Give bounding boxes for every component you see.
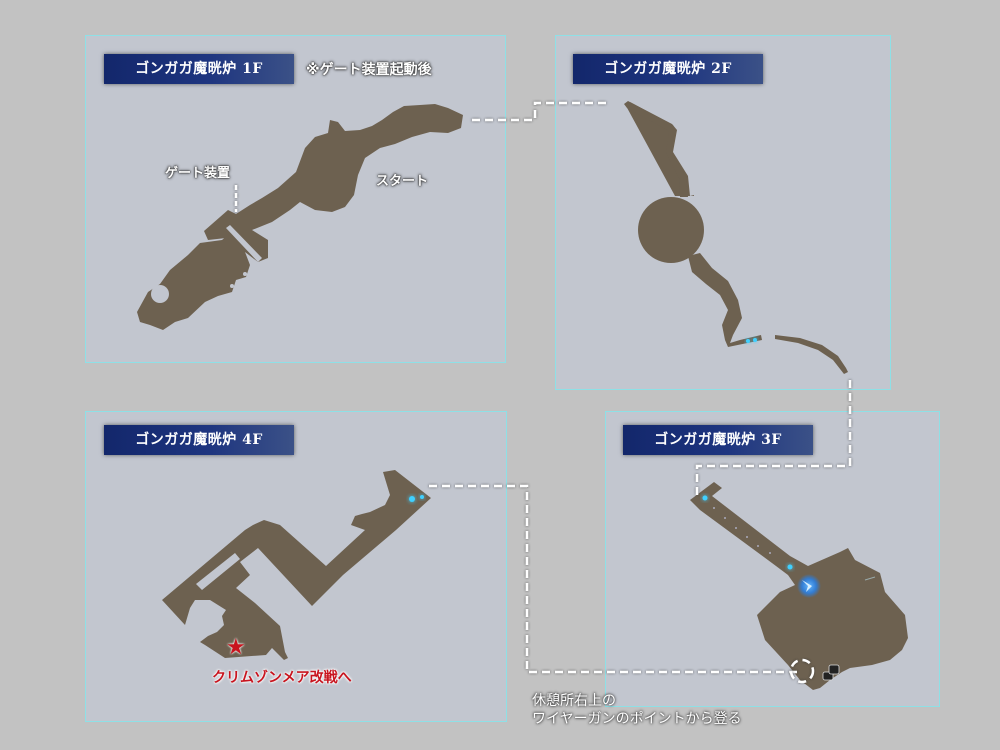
wire-gun-point-marker xyxy=(789,658,815,684)
floor-note-1f: ※ゲート装置起動後 xyxy=(306,62,432,78)
label-boss-crimson-mare: クリムゾンメア改戦へ xyxy=(212,670,352,686)
floor-title-4f: ゴンガガ魔晄炉 4F xyxy=(104,425,294,455)
route-2f-to-3f xyxy=(695,380,852,496)
route-note-line2: ワイヤーガンのポイントから登る xyxy=(532,711,742,727)
map-2f xyxy=(624,101,848,374)
map-1f xyxy=(137,104,463,330)
map-4f xyxy=(162,470,431,660)
route-note-line1: 休憩所右上の xyxy=(532,693,616,709)
route-note: 休憩所右上の ワイヤーガンのポイントから登る xyxy=(532,692,742,728)
rest-area-icon xyxy=(822,664,840,681)
floor-title-2f: ゴンガガ魔晄炉 2F xyxy=(573,54,763,84)
route-lines xyxy=(234,101,852,674)
floor-title-3f: ゴンガガ魔晄炉 3F xyxy=(623,425,813,455)
label-gate-device: ゲート装置 xyxy=(165,166,231,181)
label-start: スタート xyxy=(376,174,429,189)
route-1f-to-2f xyxy=(472,101,607,122)
floor-title-1f: ゴンガガ魔晄炉 1F xyxy=(104,54,294,84)
floor-panel-2f xyxy=(555,35,891,390)
boss-star-icon: ★ xyxy=(226,635,246,660)
route-3f-to-4f xyxy=(425,484,797,674)
player-position-icon xyxy=(797,574,821,598)
